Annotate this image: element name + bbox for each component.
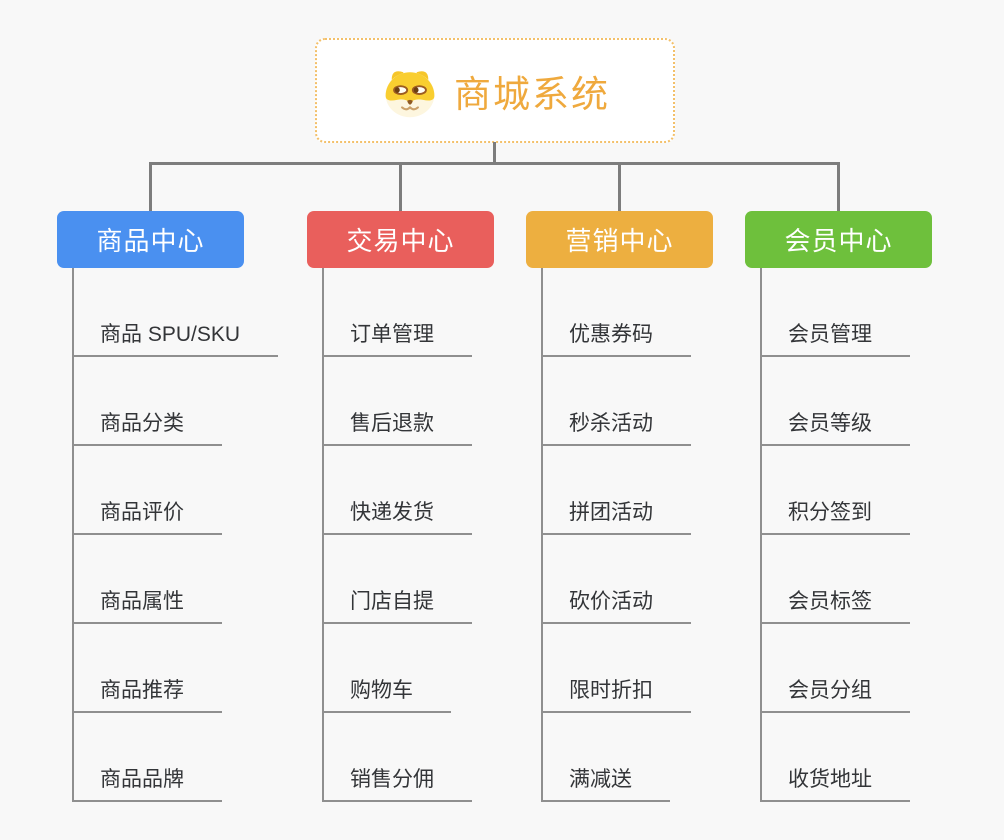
- topic-item[interactable]: 限时折扣: [541, 624, 691, 713]
- connector-bus: [149, 162, 840, 165]
- branch-label: 交易中心: [346, 226, 455, 256]
- branch-node-product-center[interactable]: 商品中心: [57, 211, 244, 268]
- topic-list: 会员管理 会员等级 积分签到 会员标签 会员分组 收货地址: [760, 268, 910, 802]
- topic-item[interactable]: 拼团活动: [541, 446, 691, 535]
- branch-spine: [541, 268, 543, 802]
- topic-item[interactable]: 门店自提: [322, 535, 472, 624]
- topic-item[interactable]: 快递发货: [322, 446, 472, 535]
- topic-item[interactable]: 售后退款: [322, 357, 472, 446]
- topic-item[interactable]: 会员等级: [760, 357, 910, 446]
- branch-product-center: 商品中心 商品 SPU/SKU 商品分类 商品评价 商品属性 商品推荐 商品品牌: [57, 211, 279, 802]
- branch-label: 会员中心: [784, 226, 893, 256]
- branch-member-center: 会员中心 会员管理 会员等级 积分签到 会员标签 会员分组 收货地址: [745, 211, 932, 802]
- topic-item[interactable]: 积分签到: [760, 446, 910, 535]
- topic-item[interactable]: 会员管理: [760, 268, 910, 357]
- branch-node-marketing-center[interactable]: 营销中心: [526, 211, 713, 268]
- connector-drop: [618, 162, 621, 212]
- topic-item[interactable]: 商品推荐: [72, 624, 222, 713]
- root-node-mall-system[interactable]: 商城系统: [315, 38, 675, 143]
- topic-list: 订单管理 售后退款 快递发货 门店自提 购物车 销售分佣: [322, 268, 472, 802]
- topic-item[interactable]: 商品评价: [72, 446, 222, 535]
- topic-item[interactable]: 会员标签: [760, 535, 910, 624]
- topic-item[interactable]: 秒杀活动: [541, 357, 691, 446]
- connector-drop: [149, 162, 152, 212]
- connector-drop: [837, 162, 840, 212]
- topic-list: 商品 SPU/SKU 商品分类 商品评价 商品属性 商品推荐 商品品牌: [72, 268, 279, 802]
- connector-drop: [399, 162, 402, 212]
- topic-item[interactable]: 销售分佣: [322, 713, 472, 802]
- connector-root-stem: [493, 142, 496, 163]
- topic-item[interactable]: 会员分组: [760, 624, 910, 713]
- topic-item[interactable]: 收货地址: [760, 713, 910, 802]
- topic-item[interactable]: 商品分类: [72, 357, 222, 446]
- branch-marketing-center: 营销中心 优惠券码 秒杀活动 拼团活动 砍价活动 限时折扣 满减送: [526, 211, 713, 802]
- branch-label: 营销中心: [565, 226, 674, 256]
- branch-spine: [322, 268, 324, 802]
- topic-item[interactable]: 订单管理: [322, 268, 472, 357]
- branch-node-trade-center[interactable]: 交易中心: [307, 211, 494, 268]
- branch-spine: [72, 268, 74, 802]
- topic-item[interactable]: 购物车: [322, 624, 451, 713]
- topic-item[interactable]: 满减送: [541, 713, 670, 802]
- topic-item[interactable]: 商品属性: [72, 535, 222, 624]
- branch-label: 商品中心: [96, 226, 205, 256]
- topic-item[interactable]: 商品品牌: [72, 713, 222, 802]
- topic-item[interactable]: 砍价活动: [541, 535, 691, 624]
- shiba-dog-icon: [385, 70, 435, 117]
- topic-list: 优惠券码 秒杀活动 拼团活动 砍价活动 限时折扣 满减送: [541, 268, 691, 802]
- branch-node-member-center[interactable]: 会员中心: [745, 211, 932, 268]
- root-title: 商城系统: [454, 73, 610, 115]
- topic-item[interactable]: 优惠券码: [541, 268, 691, 357]
- topic-item[interactable]: 商品 SPU/SKU: [72, 268, 279, 357]
- branch-spine: [760, 268, 762, 802]
- branch-trade-center: 交易中心 订单管理 售后退款 快递发货 门店自提 购物车 销售分佣: [307, 211, 494, 802]
